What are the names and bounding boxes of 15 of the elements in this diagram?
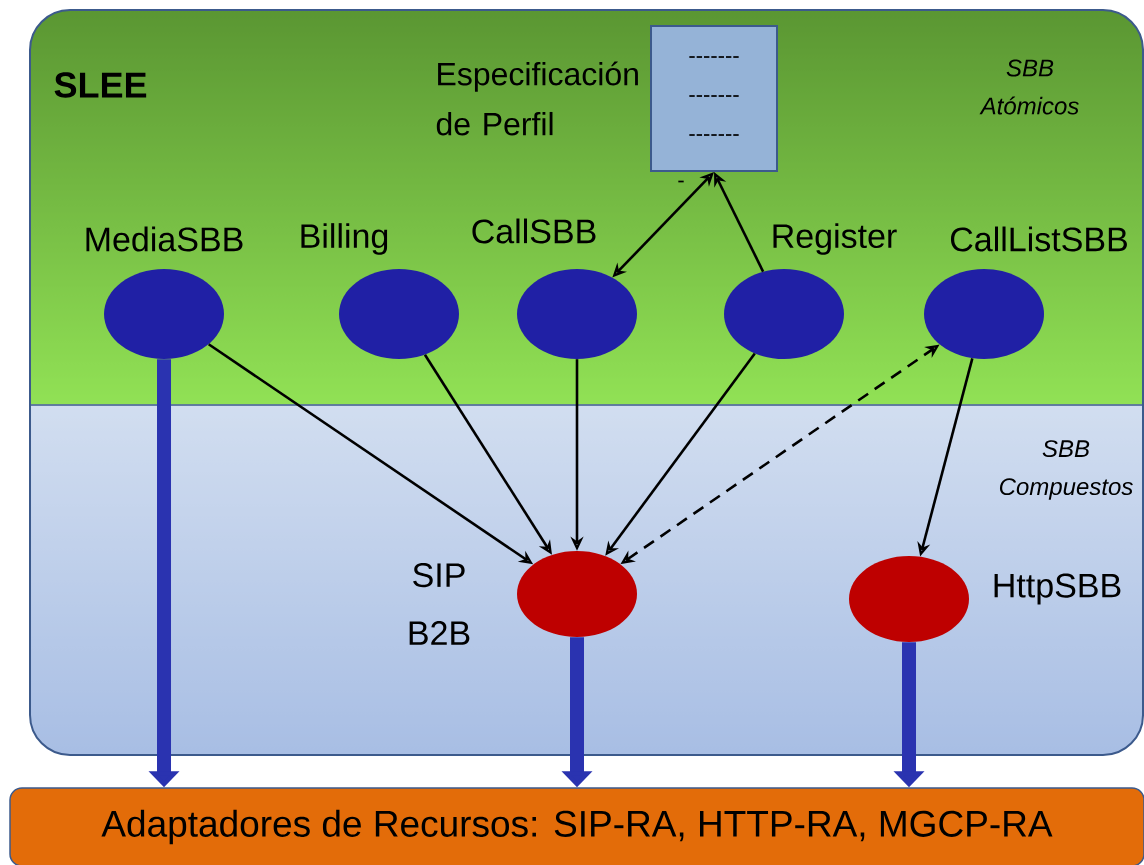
panel-title: SLEE: [54, 72, 147, 98]
resource-adapter-bar: Adaptadores de Recursos: SIP-RA, HTTP-RA, MGCP-RA: [9, 787, 1144, 865]
section-label: SBB Atómicos: [979, 59, 1079, 115]
component-label: MediaSBB: [86, 226, 243, 252]
section-label: SBB Compuestos: [999, 440, 1133, 500]
component-label: HttpSBB: [994, 573, 1121, 605]
component-label: Register: [773, 223, 897, 255]
component-label: SIP B2B: [409, 563, 470, 645]
dash-mark: -: [678, 180, 684, 183]
profile-box: ------- ------- -------: [650, 25, 778, 172]
component-label: CallSBB: [472, 218, 596, 244]
profile-heading: Especificación de Perfil: [436, 61, 638, 136]
component-label: CallListSBB: [950, 226, 1127, 252]
component-label: Billing: [301, 223, 388, 255]
slee-panel: [29, 9, 1144, 756]
